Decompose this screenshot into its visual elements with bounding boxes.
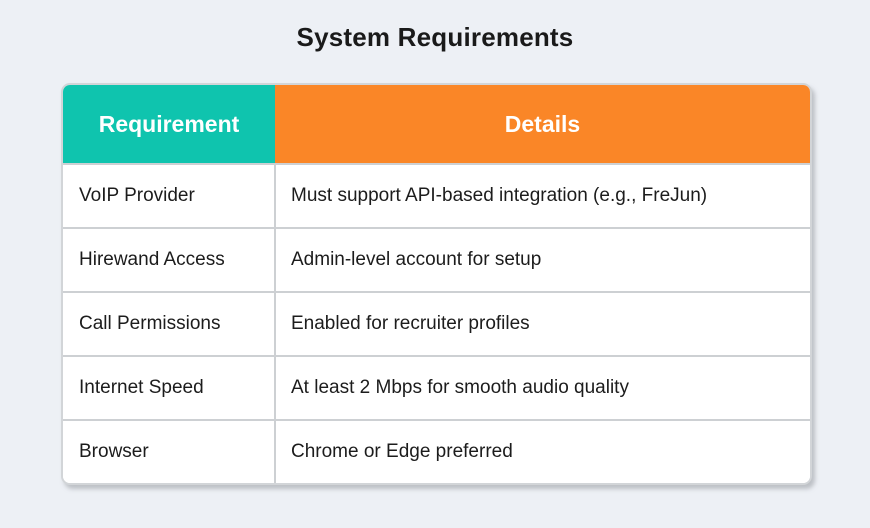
table-header: Requirement Details <box>63 85 810 164</box>
system-requirements-table: Requirement Details VoIP Provider Must s… <box>61 83 812 485</box>
cell-details: Admin-level account for setup <box>275 227 810 292</box>
table-row: Hirewand Access Admin-level account for … <box>63 227 810 292</box>
cell-requirement: VoIP Provider <box>63 163 276 228</box>
table-row: Browser Chrome or Edge preferred <box>63 419 810 483</box>
requirements-table: Requirement Details VoIP Provider Must s… <box>63 85 810 483</box>
cell-details: Enabled for recruiter profiles <box>275 291 810 356</box>
table-row: Internet Speed At least 2 Mbps for smoot… <box>63 355 810 420</box>
column-header-requirement: Requirement <box>63 85 275 164</box>
cell-requirement: Call Permissions <box>63 291 276 356</box>
cell-details: Chrome or Edge preferred <box>275 419 810 483</box>
table-body: VoIP Provider Must support API-based int… <box>63 163 810 483</box>
table-row: Call Permissions Enabled for recruiter p… <box>63 291 810 356</box>
cell-requirement: Internet Speed <box>63 355 276 420</box>
cell-details: At least 2 Mbps for smooth audio quality <box>275 355 810 420</box>
column-header-details: Details <box>275 85 810 164</box>
cell-details: Must support API-based integration (e.g.… <box>275 163 810 228</box>
table-header-row: Requirement Details <box>63 85 810 164</box>
cell-requirement: Browser <box>63 419 276 483</box>
cell-requirement: Hirewand Access <box>63 227 276 292</box>
table-row: VoIP Provider Must support API-based int… <box>63 163 810 228</box>
page-title: System Requirements <box>296 22 574 52</box>
